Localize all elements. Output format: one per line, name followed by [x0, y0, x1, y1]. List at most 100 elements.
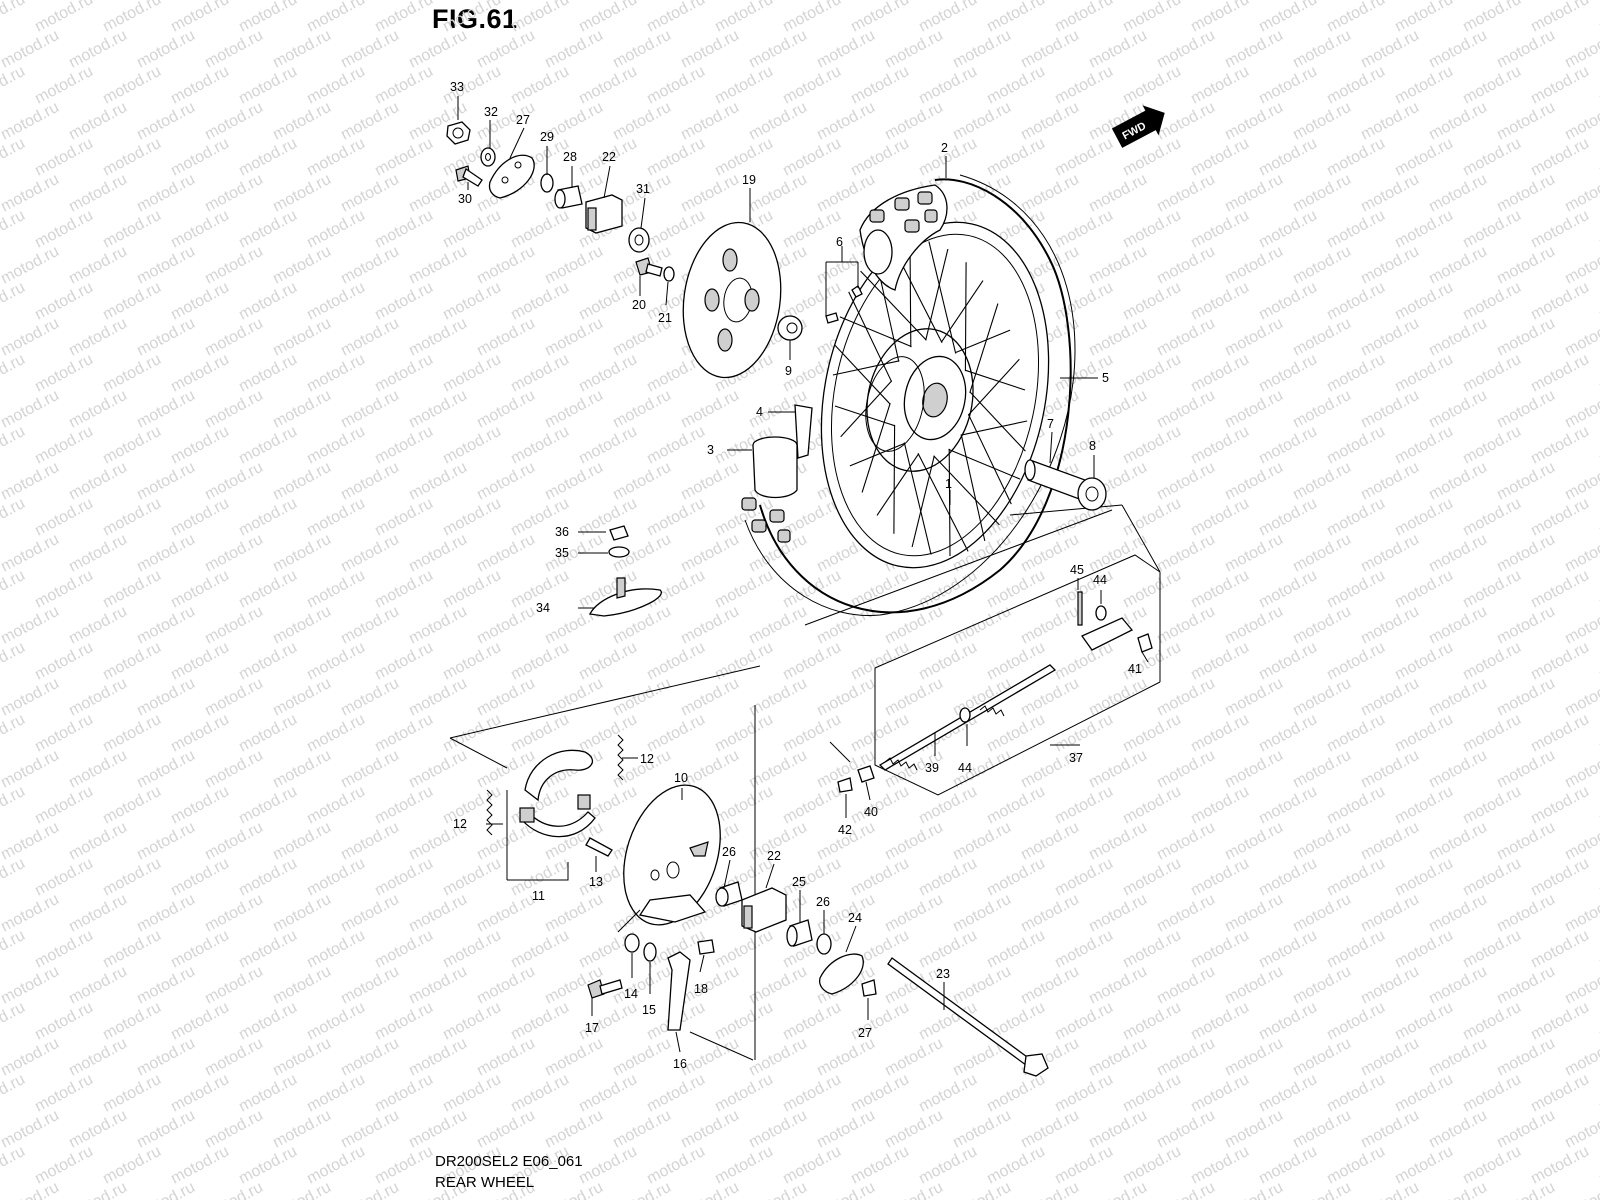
watermark-text: motod.ru: [1460, 0, 1524, 36]
watermark-text: motod.ru: [1222, 27, 1286, 72]
callout-39: 37: [1069, 751, 1083, 765]
watermark-text: motod.ru: [372, 63, 436, 108]
watermark-text: motod.ru: [134, 171, 198, 216]
watermark-text: motod.ru: [1154, 459, 1218, 504]
watermark-text: motod.ru: [1188, 279, 1252, 324]
watermark-text: motod.ru: [1460, 1143, 1524, 1188]
watermark-text: motod.ru: [1188, 135, 1252, 180]
watermark-text: motod.ru: [1358, 963, 1422, 1008]
spoke-line: [903, 442, 932, 555]
watermark-text: motod.ru: [304, 783, 368, 828]
watermark-text: motod.ru: [236, 495, 300, 540]
watermark-text: motod.ru: [1290, 819, 1354, 864]
watermark-text: motod.ru: [1290, 1179, 1354, 1200]
watermark-text: motod.ru: [134, 99, 198, 144]
callout-34: 32: [484, 105, 498, 119]
watermark-text: motod.ru: [134, 819, 198, 864]
callout-7: 7: [1047, 417, 1054, 431]
watermark-text: motod.ru: [134, 1035, 198, 1080]
watermark-text: motod.ru: [542, 27, 606, 72]
watermark-text: motod.ru: [1222, 387, 1286, 432]
watermark-text: motod.ru: [100, 711, 164, 756]
watermark-text: motod.ru: [1290, 963, 1354, 1008]
spoke-line: [876, 453, 920, 516]
watermark-text: motod.ru: [372, 1143, 436, 1188]
watermark-text: motod.ru: [1154, 1035, 1218, 1080]
watermark-text: motod.ru: [474, 27, 538, 72]
watermark-text: motod.ru: [780, 711, 844, 756]
watermark-text: motod.ru: [1086, 1035, 1150, 1080]
watermark-text: motod.ru: [270, 315, 334, 360]
watermark-text: motod.ru: [1358, 27, 1422, 72]
watermark-text: motod.ru: [814, 171, 878, 216]
watermark-text: motod.ru: [1290, 387, 1354, 432]
watermark-text: motod.ru: [168, 279, 232, 324]
watermark-text: motod.ru: [32, 207, 96, 252]
watermark-text: motod.ru: [1222, 1179, 1286, 1200]
watermark-text: motod.ru: [236, 855, 300, 900]
watermark-text: motod.ru: [1426, 387, 1490, 432]
watermark-text: motod.ru: [100, 135, 164, 180]
watermark-text: motod.ru: [780, 63, 844, 108]
watermark-text: motod.ru: [304, 1071, 368, 1116]
watermark-text: motod.ru: [1290, 243, 1354, 288]
watermark-text: motod.ru: [338, 963, 402, 1008]
watermark-text: motod.ru: [916, 0, 980, 36]
watermark-text: motod.ru: [712, 711, 776, 756]
watermark-text: motod.ru: [168, 639, 232, 684]
figure-title: FIG.61: [432, 4, 518, 34]
watermark-text: motod.ru: [372, 999, 436, 1044]
watermark-text: motod.ru: [1018, 963, 1082, 1008]
watermark-text: motod.ru: [1460, 1071, 1524, 1116]
watermark-text: motod.ru: [1256, 567, 1320, 612]
watermark-text: motod.ru: [1188, 351, 1252, 396]
watermark-text: motod.ru: [1154, 243, 1218, 288]
watermark-text: motod.ru: [1460, 63, 1524, 108]
watermark-text: motod.ru: [1494, 315, 1558, 360]
watermark-text: motod.ru: [270, 99, 334, 144]
axle-spacer-bearing: [1024, 459, 1107, 511]
watermark-text: motod.ru: [1018, 819, 1082, 864]
sprocket-icon: [682, 221, 782, 379]
watermark-text: motod.ru: [1188, 927, 1252, 972]
watermark-text: motod.ru: [576, 639, 640, 684]
watermark-text: motod.ru: [1460, 711, 1524, 756]
watermark-text: motod.ru: [1324, 783, 1388, 828]
watermark-text: motod.ru: [1290, 459, 1354, 504]
watermark-text: motod.ru: [814, 99, 878, 144]
watermark-text: motod.ru: [1562, 1179, 1600, 1200]
watermark-text: motod.ru: [1392, 351, 1456, 396]
watermark-text: motod.ru: [270, 1035, 334, 1080]
watermark-text: motod.ru: [0, 891, 62, 936]
watermark-text: motod.ru: [1426, 171, 1490, 216]
watermark-text: motod.ru: [304, 207, 368, 252]
watermark-text: motod.ru: [1086, 315, 1150, 360]
watermark-text: motod.ru: [440, 495, 504, 540]
watermark-text: motod.ru: [644, 1071, 708, 1116]
watermark-text: motod.ru: [304, 0, 368, 36]
watermark-text: motod.ru: [950, 819, 1014, 864]
watermark-text: motod.ru: [304, 423, 368, 468]
watermark-text: motod.ru: [542, 891, 606, 936]
watermark-text: motod.ru: [134, 387, 198, 432]
watermark-text: motod.ru: [1222, 819, 1286, 864]
watermark-text: motod.ru: [1392, 639, 1456, 684]
watermark-text: motod.ru: [100, 351, 164, 396]
watermark-text: motod.ru: [576, 711, 640, 756]
watermark-text: motod.ru: [1188, 423, 1252, 468]
watermark-text: motod.ru: [1188, 855, 1252, 900]
watermark-text: motod.ru: [202, 459, 266, 504]
watermark-text: motod.ru: [712, 999, 776, 1044]
watermark-text: motod.ru: [1154, 1179, 1218, 1200]
watermark-text: motod.ru: [1086, 675, 1150, 720]
watermark-text: motod.ru: [1392, 279, 1456, 324]
watermark-text: motod.ru: [1222, 1107, 1286, 1152]
watermark-text: motod.ru: [1290, 315, 1354, 360]
watermark-text: motod.ru: [236, 927, 300, 972]
watermark-text: motod.ru: [0, 1107, 62, 1152]
watermark-text: motod.ru: [202, 27, 266, 72]
watermark-text: motod.ru: [1188, 207, 1252, 252]
watermark-text: motod.ru: [1596, 423, 1600, 468]
watermark-text: motod.ru: [1596, 1143, 1600, 1188]
spoke-line: [967, 414, 1012, 505]
